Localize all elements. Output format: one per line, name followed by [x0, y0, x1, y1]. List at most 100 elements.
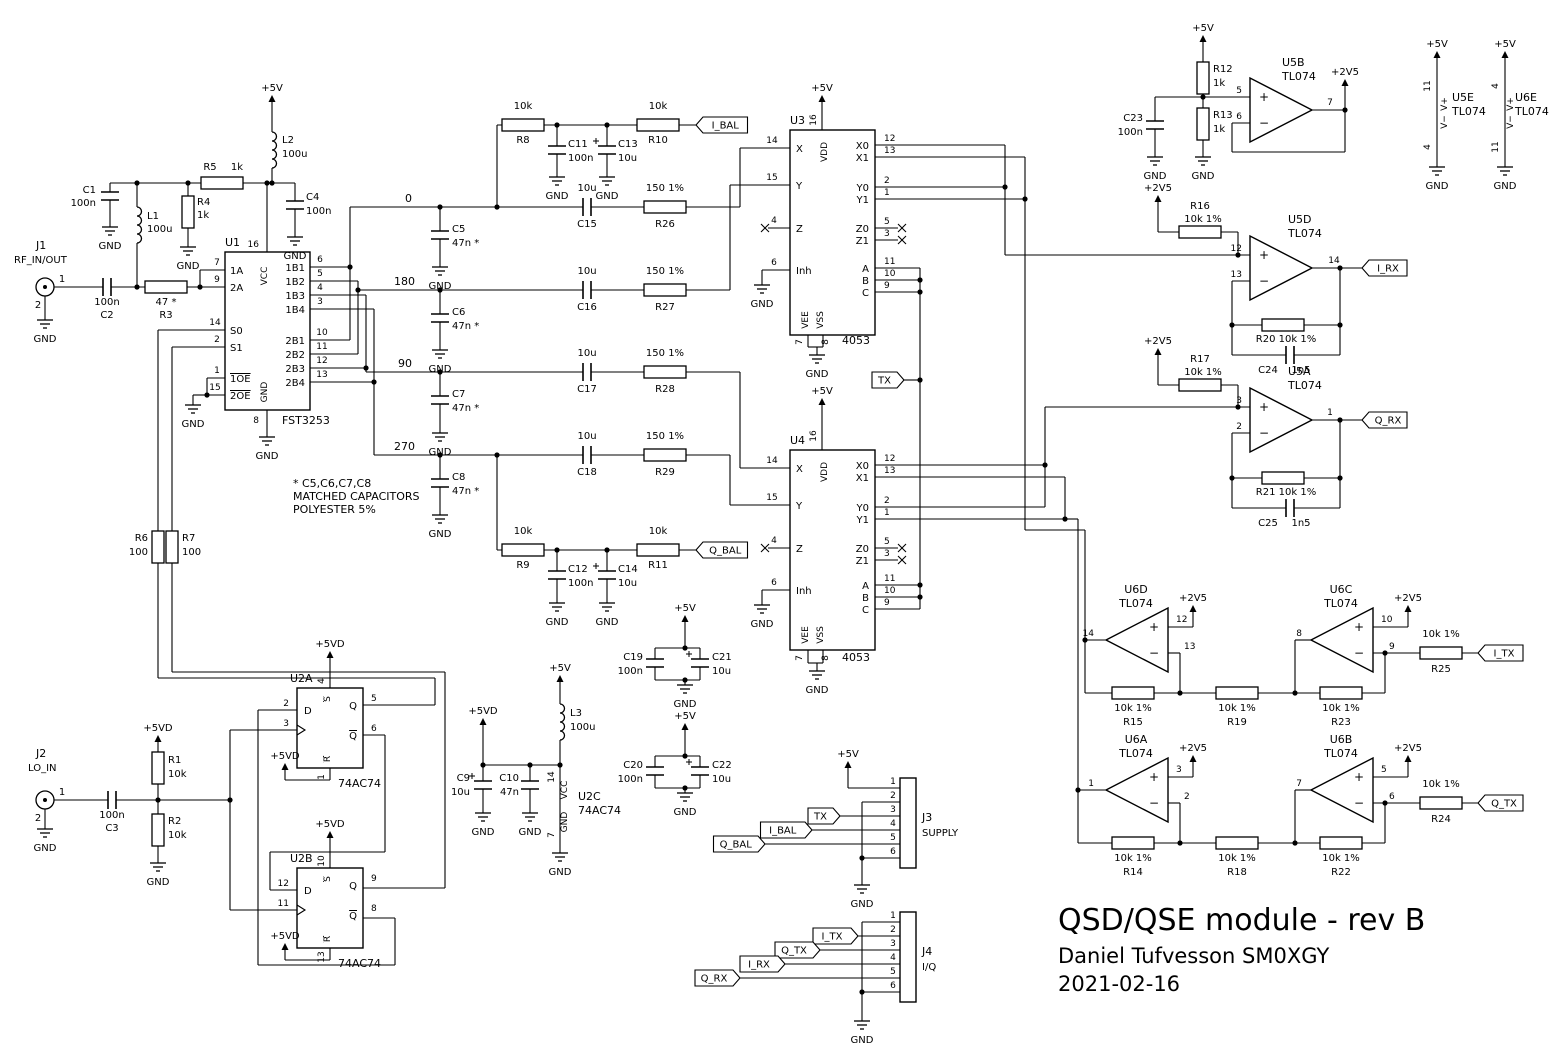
junction-dot — [1382, 650, 1388, 656]
label: R19 — [1227, 717, 1247, 728]
opamp-minus-input: − — [1354, 646, 1364, 660]
ground-label: GND — [1192, 171, 1215, 182]
label: 74AC74 — [578, 804, 621, 817]
label: 7 — [795, 339, 805, 345]
label: 10u — [712, 666, 731, 677]
label: C17 — [577, 384, 597, 395]
label: 270 — [394, 440, 415, 453]
ground-label: GND — [1426, 181, 1449, 192]
opamp — [1249, 386, 1314, 454]
label: 74AC74 — [338, 957, 381, 970]
opamp — [1309, 756, 1374, 824]
label: SUPPLY — [922, 828, 959, 839]
bnc-connector-pin — [43, 798, 47, 802]
net-flag-label: Q_BAL — [709, 546, 742, 557]
label: 10 — [316, 328, 328, 338]
label: VSS — [816, 626, 826, 644]
label: Y1 — [856, 195, 869, 206]
label: V+ — [1506, 97, 1516, 111]
junction-dot — [363, 365, 369, 371]
capacitor — [548, 571, 566, 579]
ground-label: GND — [177, 261, 200, 272]
ground-label: GND — [147, 877, 170, 888]
label: 47 * — [156, 297, 177, 308]
junction-dot — [1342, 107, 1348, 113]
label: 47n * — [452, 321, 479, 332]
label: 74AC74 — [338, 777, 381, 790]
label: S0 — [230, 326, 243, 337]
power-flag-arrow — [1433, 51, 1441, 58]
power-label: +5V — [674, 603, 696, 614]
label: 6 — [890, 981, 896, 991]
label: 10k 1% — [1322, 703, 1360, 714]
label: 4053 — [842, 651, 870, 664]
label: U2A — [290, 672, 313, 685]
capacitor — [521, 781, 539, 789]
junction-dot — [134, 180, 140, 186]
label: 9 — [214, 275, 220, 285]
label: 100 — [182, 547, 201, 558]
net-flag-label: I_BAL — [769, 826, 797, 837]
capacitor — [101, 192, 119, 200]
label: 8 — [821, 655, 831, 661]
label: R14 — [1123, 867, 1143, 878]
label: V− — [1440, 115, 1450, 129]
label: 3 — [1236, 396, 1242, 406]
label: V− — [1506, 115, 1516, 129]
label: 5 — [890, 967, 896, 977]
label: 10k 1% — [1422, 629, 1460, 640]
label: U5E — [1452, 91, 1474, 104]
label: U5A — [1288, 365, 1311, 378]
label: 47n * — [452, 403, 479, 414]
label: 1B4 — [285, 305, 305, 316]
opamp-minus-input: − — [1259, 116, 1269, 130]
label: R7 — [182, 533, 195, 544]
ground-label: GND — [596, 191, 619, 202]
label: 6 — [1389, 792, 1395, 802]
junction-dot — [185, 180, 191, 186]
label: R25 — [1431, 664, 1451, 675]
power-flag-arrow — [479, 718, 487, 725]
label: VEE — [801, 626, 811, 644]
label: J4 — [921, 945, 932, 958]
opamp-minus-input: − — [1149, 646, 1159, 660]
label: U5D — [1288, 213, 1312, 226]
inductor — [136, 206, 143, 244]
net-flag — [1477, 794, 1524, 812]
label: 7 — [1327, 98, 1333, 108]
capacitor — [646, 767, 664, 775]
label: 6 — [771, 258, 777, 268]
label: 7 — [1296, 779, 1302, 789]
junction-dot — [554, 547, 560, 553]
ic-body — [899, 777, 917, 869]
junction-dot — [347, 264, 353, 270]
label: 12 — [1231, 244, 1242, 254]
label: 4 — [890, 953, 896, 963]
resistor — [151, 751, 165, 785]
capacitor — [474, 781, 492, 789]
label: U6B — [1330, 733, 1353, 746]
label: 14 — [766, 456, 778, 466]
label: 1 — [1327, 408, 1333, 418]
junction-dot — [1062, 516, 1068, 522]
label: 7 — [795, 655, 805, 661]
label: Inh — [796, 586, 812, 597]
label: R24 — [1431, 814, 1451, 825]
resistor — [1215, 836, 1259, 850]
label: 47n * — [452, 486, 479, 497]
label: 10 — [1381, 615, 1393, 625]
label: 2 — [35, 813, 41, 824]
resistor — [1261, 471, 1305, 485]
label: 1k — [231, 162, 243, 173]
power-label: +2V5 — [1144, 183, 1172, 194]
label: 2B3 — [285, 364, 305, 375]
label: 10 — [317, 855, 327, 867]
junction-dot — [1292, 840, 1298, 846]
junction-dot — [155, 797, 161, 803]
label: R — [323, 756, 333, 762]
label: A — [862, 581, 869, 592]
label: 100u — [147, 224, 172, 235]
power-label: +5V — [549, 663, 571, 674]
label: 1 — [214, 366, 220, 376]
capacitor — [1286, 499, 1294, 517]
